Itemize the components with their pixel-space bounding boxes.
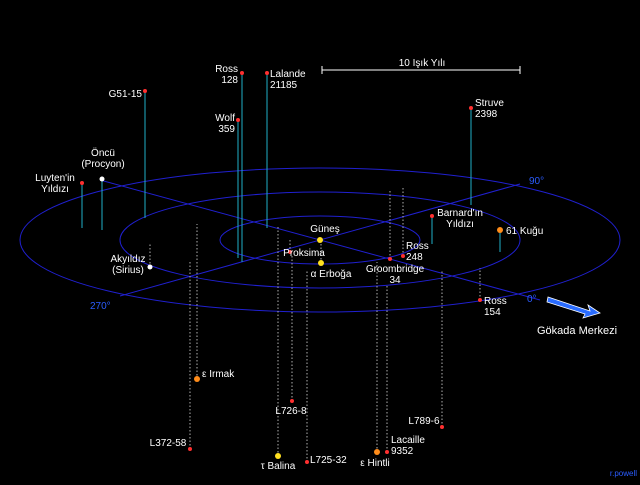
- star-ross-248: [401, 254, 405, 258]
- label-akyildiz: Akyıldız(Sirius): [110, 254, 145, 276]
- star-l372-58: [188, 447, 192, 451]
- label-l725-32: L725-32: [310, 455, 347, 466]
- star-lalande-21185: [265, 71, 269, 75]
- label-l372-58: L372-58: [150, 438, 187, 449]
- star-struve-2398: [469, 106, 473, 110]
- scale-bar-label: 10 Işık Yılı: [399, 58, 446, 69]
- label-tau-balina: τ Balina: [261, 461, 296, 472]
- star-ross-128: [240, 71, 244, 75]
- scale-bar: [321, 66, 521, 74]
- star-61-kugu: [497, 227, 503, 233]
- star-l789-6: [440, 425, 444, 429]
- star-gunes: [317, 237, 323, 243]
- label-g51-15: G51-15: [109, 89, 143, 100]
- star-tau-balina: [275, 453, 281, 459]
- label-oncu: Öncü(Procyon): [81, 147, 124, 170]
- star-lacaille-9352: [385, 450, 389, 454]
- star-epsilon-irmak: [194, 376, 200, 382]
- star-epsilon-hintli: [374, 449, 380, 455]
- star-ross-154: [478, 298, 482, 302]
- star-g51-15: [143, 89, 147, 93]
- label-epsilon-hintli: ε Hintli: [360, 458, 389, 469]
- star-barnard: [430, 214, 434, 218]
- label-alfa-erboga: α Erboğa: [311, 269, 352, 280]
- label-l726-8: L726-8: [275, 406, 307, 417]
- middle-ring: [119, 191, 521, 289]
- outer-ring: [19, 167, 621, 313]
- angle-label-270: 270°: [90, 301, 111, 312]
- star-luyten: [80, 181, 84, 185]
- star-l726-8: [290, 399, 294, 403]
- angle-label-0: 0°: [527, 294, 537, 305]
- angle-label-90: 90°: [529, 176, 544, 187]
- star-l725-32: [305, 460, 309, 464]
- star-akyildiz: [147, 264, 153, 270]
- label-61-kugu: 61 Kuğu: [506, 226, 543, 237]
- star-markers: [80, 71, 503, 464]
- label-gunes: Güneş: [310, 224, 339, 235]
- star-groombridge-34: [388, 257, 392, 261]
- galaxy-center-label: Gökada Merkezi: [537, 325, 617, 337]
- label-l789-6: L789-6: [408, 416, 440, 427]
- label-epsilon-irmak: ε Irmak: [202, 369, 235, 380]
- label-proksima: Proksima: [283, 248, 325, 259]
- star-wolf-359: [236, 118, 240, 122]
- galaxy-center-arrow-icon: [546, 296, 601, 319]
- star-stems: [81, 73, 501, 462]
- star-oncu: [99, 176, 105, 182]
- star-alfa-erboga: [318, 260, 324, 266]
- credit-label: r.powell: [610, 469, 637, 478]
- star-proksima: [288, 250, 292, 254]
